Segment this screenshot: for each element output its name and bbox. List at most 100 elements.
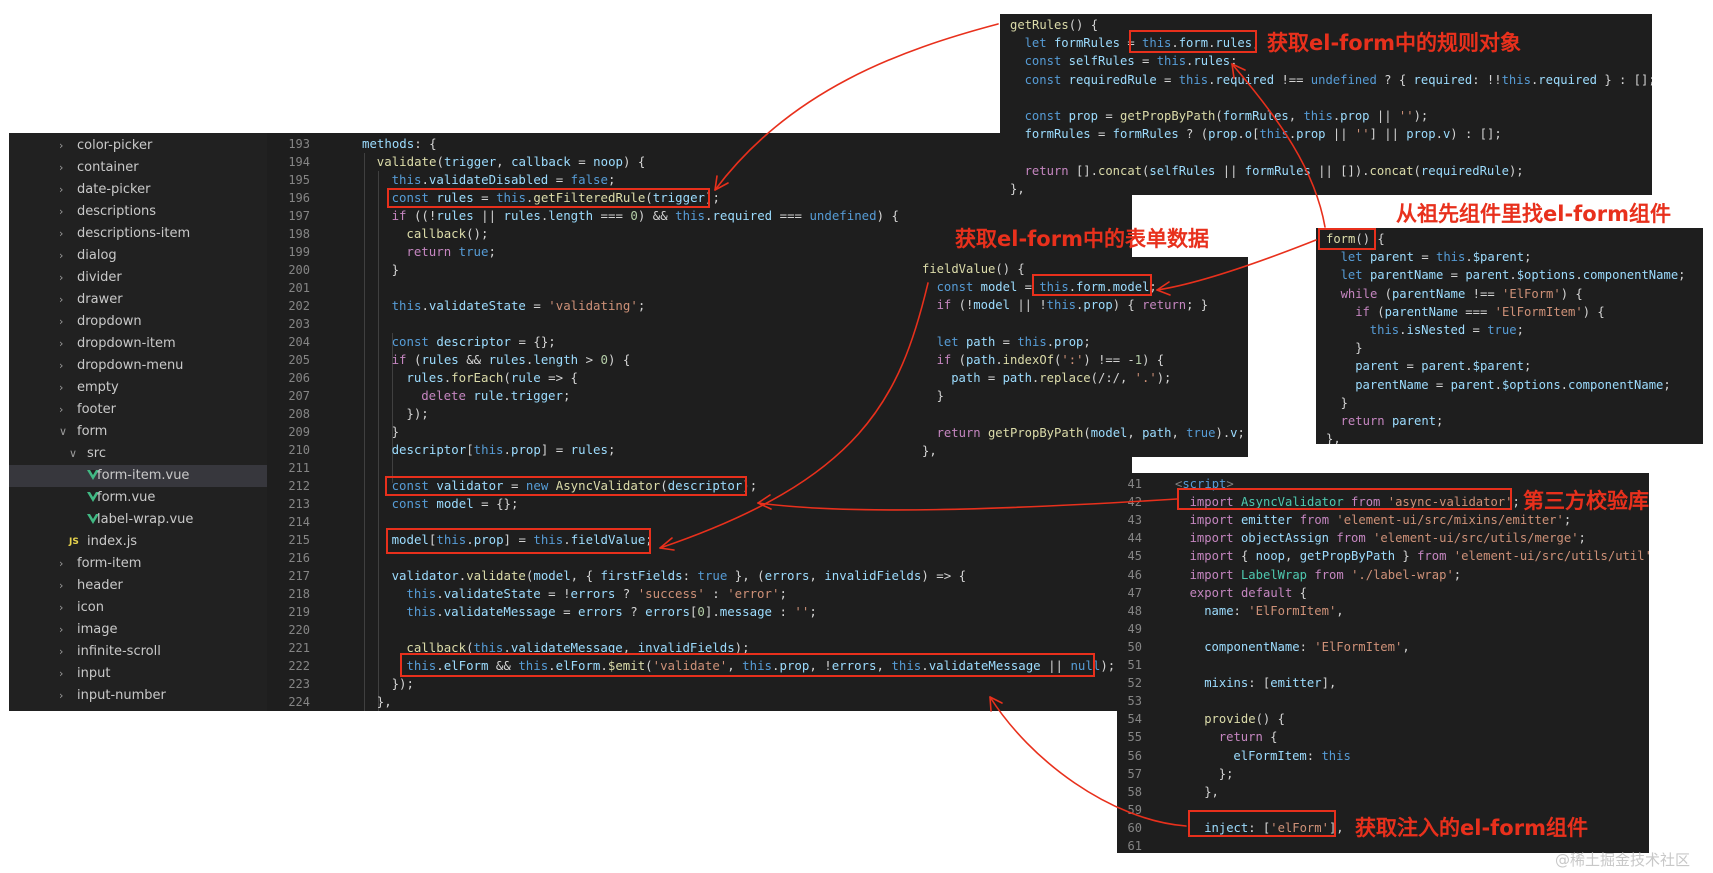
line-number: 222 [288,659,310,673]
highlight-inject-elform [1188,810,1336,837]
sidebar-item-label: input [77,666,111,681]
highlight-form-model [1032,274,1152,296]
code-line: mixins: [emitter], [1204,676,1337,691]
sidebar-item-footer[interactable]: ›footer [9,399,267,421]
sidebar-item-dropdown-menu[interactable]: ›dropdown-menu [9,355,267,377]
chevron-right-icon: › [59,667,64,680]
arrow-formrules-to-form [1231,63,1326,228]
code-line: const model = this.form.model; [936,280,1157,295]
code-line: methods: { [362,136,437,151]
sidebar-item-form-vue[interactable]: form.vue [9,487,267,509]
code-line: callback(); [406,226,489,241]
line-number: 211 [288,461,310,475]
sidebar-item-descriptions-item[interactable]: › descriptions-item [9,223,267,245]
sidebar-item-drawer[interactable]: ›drawer [9,289,267,311]
code-line: import emitter from 'element-ui/src/mixi… [1189,513,1572,528]
code-line: import AsyncValidator from 'async-valida… [1189,495,1520,510]
line-number: 193 [288,137,310,151]
code-line: } [391,424,400,439]
sidebar-item-src[interactable]: ∨src [9,443,267,465]
code-line: const model = {}; [391,496,519,511]
code-line: delete rule.trigger; [421,388,571,403]
line-number: 212 [288,479,310,493]
sidebar-item-label: descriptions-item [77,226,191,241]
sidebar-item-label: input-number [77,688,166,703]
arrow-emit-head [989,696,1003,712]
annotation-third-party: 第三方校验库 [1523,489,1649,513]
sidebar-item-container[interactable]: ›container [9,157,267,179]
sidebar-item-label-wrap-vue[interactable]: label-wrap.vue [9,509,267,531]
line-number: 206 [288,371,310,385]
sidebar-item-descriptions[interactable]: ›descriptions [9,201,267,223]
sidebar-item-label: empty [77,380,119,395]
arrow-formrules-head [1231,63,1246,79]
sidebar-item-label: form-item.vue [97,468,190,483]
code-line: if ((!rules || rules.length === 0) && th… [391,208,899,223]
code-line: const requiredRule = this.required !== u… [1024,72,1652,87]
sidebar-item-header[interactable]: ›header [9,575,267,597]
sidebar-item-label: drawer [77,292,123,307]
chevron-right-icon: › [59,337,64,350]
chevron-right-icon: › [59,139,64,152]
sidebar-item-form-item[interactable]: ›form-item [9,553,267,575]
sidebar-item-label: form-item [77,556,142,571]
arrow-validator-head [757,494,772,510]
code-line: return getPropByPath(model, path, true).… [936,425,1245,440]
code-line: this.validateDisabled = false; [391,172,616,187]
vue-file-icon [87,514,99,524]
code-line: this.validateMessage = errors ? errors[0… [406,604,817,619]
line-number: 53 [1127,694,1142,709]
annotation-inject-form: 获取注入的el-form组件 [1355,816,1588,840]
line-number: 196 [288,191,310,205]
sidebar-item-dialog[interactable]: ›dialog [9,245,267,267]
code-line: } [391,262,400,277]
sidebar-item-label: dropdown-item [77,336,176,351]
line-number: 216 [288,551,310,565]
code-line: this.isNested = true; [1369,323,1524,337]
sidebar-item-form[interactable]: ∨form [9,421,267,443]
code-line: }, [1010,181,1025,195]
chevron-right-icon: › [59,645,64,658]
form-computed-panel: form() {let parent = this.$parent;let pa… [1316,228,1703,444]
line-number: 221 [288,641,310,655]
sidebar-item-input[interactable]: › input [9,663,267,685]
sidebar-item-label: color-picker [77,138,153,153]
chevron-right-icon: › [59,271,64,284]
sidebar-item-dropdown[interactable]: ›dropdown [9,311,267,333]
sidebar-item-label: date-picker [77,182,151,197]
sidebar-item-infinite-scroll[interactable]: ›infinite-scroll [9,641,267,663]
line-number: 194 [288,155,310,169]
sidebar-item-date-picker[interactable]: › date-picker [9,179,267,201]
code-line: const prop = getPropByPath(formRules, th… [1024,109,1429,123]
chevron-right-icon: › [59,183,64,196]
sidebar-item-empty[interactable]: ›empty [9,377,267,399]
sidebar-item-divider[interactable]: ›divider [9,267,267,289]
sidebar-item-icon[interactable]: ›icon [9,597,267,619]
code-line: componentName: 'ElFormItem', [1204,639,1410,654]
sidebar-item-label: label-wrap.vue [97,512,194,527]
code-line: rules.forEach(rule => { [406,370,579,385]
sidebar-item-image[interactable]: ›image [9,619,267,641]
line-number: 219 [288,605,310,619]
sidebar-item-input-number[interactable]: ›input-number [9,685,267,707]
highlight-field-value [386,528,651,554]
line-number: 58 [1127,784,1142,799]
sidebar-item-label: footer [77,402,116,417]
line-number: 57 [1127,766,1142,781]
sidebar-item-label: form [77,424,108,439]
sidebar-item-color-picker[interactable]: › color-picker [9,135,267,157]
code-line: descriptor[this.prop] = rules; [391,442,616,457]
sidebar-item-form-item-vue[interactable]: form-item.vue [9,465,267,487]
highlight-import-async-validator [1177,488,1512,510]
sidebar-item-label: header [77,578,123,593]
code-line: validate(trigger, callback = noop) { [376,154,646,169]
line-number: 220 [288,623,310,637]
annotation-find-form: 从祖先组件里找el-form组件 [1396,202,1671,226]
chevron-right-icon: › [59,205,64,218]
chevron-right-icon: › [59,227,64,240]
code-line: while (parentName !== 'ElForm') { [1340,286,1583,301]
line-number: 49 [1127,621,1142,636]
sidebar-item-dropdown-item[interactable]: › dropdown-item [9,333,267,355]
code-line: }; [1218,766,1234,781]
